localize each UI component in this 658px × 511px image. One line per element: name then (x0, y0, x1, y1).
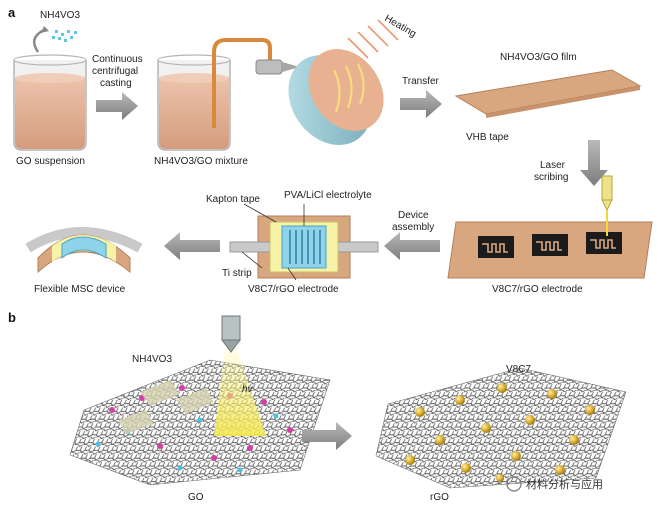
transfer-label: Transfer (402, 76, 440, 87)
nh4vo3-b-label: NH4VO3 (132, 354, 172, 365)
beaker-mixture (157, 38, 272, 151)
powder-particles (52, 30, 77, 42)
continuous-label: Continuous (92, 54, 143, 65)
casting-label: casting (100, 78, 132, 89)
heating-label: Heating (383, 13, 418, 40)
nh4vo3-label: NH4VO3 (40, 10, 80, 21)
laser-label: Laser (540, 160, 566, 171)
watermark: 材料分析与应用 (506, 476, 603, 492)
rgo-label: rGO (430, 492, 449, 503)
arrow-flex (164, 232, 220, 260)
panel-label-a: a (8, 5, 16, 20)
assembled-device (229, 215, 379, 279)
nozzle (255, 59, 318, 75)
arrow-casting (96, 92, 138, 120)
go-label: GO (188, 492, 204, 503)
casting-drum (288, 49, 384, 145)
scribed-film (447, 221, 653, 279)
ti-strip-label: Ti strip (222, 268, 252, 279)
beaker-go-suspension (13, 54, 87, 151)
vhb-label: VHB tape (466, 132, 509, 143)
hv-label: hv (242, 384, 254, 395)
mixture-label: NH4VO3/GO mixture (154, 156, 248, 167)
heating-arrows (347, 19, 399, 59)
kapton-label: Kapton tape (206, 194, 260, 205)
arrow-assembly (384, 232, 440, 260)
v8c7-label: V8C7 (506, 364, 531, 375)
arrow-go-to-rgo (302, 422, 352, 450)
flexible-label: Flexible MSC device (34, 284, 126, 295)
pour-arrow (32, 28, 45, 53)
electrode-mid-label: V8C7/rGO electrode (248, 284, 339, 295)
rgo-sheet (375, 367, 627, 489)
arrow-transfer (400, 90, 442, 118)
go-sheet (69, 359, 331, 486)
film-label: NH4VO3/GO film (500, 52, 577, 63)
electrode-right-label: V8C7/rGO electrode (492, 284, 583, 295)
panel-label-b: b (8, 310, 16, 325)
centrifugal-label: centrifugal (92, 66, 138, 77)
laser-tip (221, 315, 241, 353)
arrow-laser (580, 140, 608, 186)
laser-head (601, 175, 613, 236)
nh4vo3-crystals (118, 380, 214, 434)
laser-beam (214, 346, 266, 436)
scribing-label: scribing (534, 172, 568, 183)
film-on-tape (454, 69, 642, 118)
flexible-device (25, 227, 143, 274)
device-label: Device (398, 210, 429, 221)
v8c7-nanoparticles (405, 383, 595, 482)
go-suspension-label: GO suspension (16, 156, 85, 167)
assembly-label: assembly (392, 222, 434, 233)
watermark-text: 材料分析与应用 (526, 477, 603, 491)
electrolyte-label: PVA/LiCl electrolyte (284, 190, 372, 201)
